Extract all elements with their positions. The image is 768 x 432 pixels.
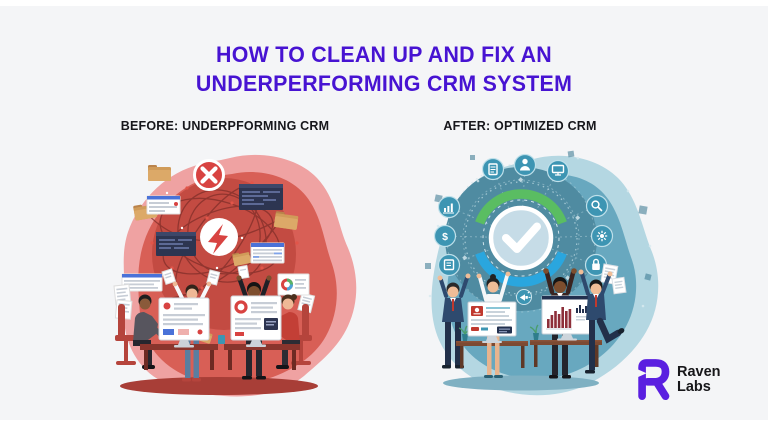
contacts-icon — [437, 253, 461, 277]
user-icon — [513, 153, 537, 177]
crm-monitor — [230, 295, 282, 347]
chart-monitor — [541, 295, 593, 341]
page-title-line2: UNDERPERFORMING CRM SYSTEM — [195, 71, 573, 96]
brand-name-line1: Raven — [677, 363, 721, 380]
page-title: HOW TO CLEAN UP AND FIX AN UNDERPERFORMI… — [0, 40, 768, 98]
after-illustration: $ — [425, 150, 659, 396]
data-screen-icon — [156, 184, 283, 256]
floor-shadow — [443, 375, 599, 391]
jumping-man-suit — [578, 269, 625, 374]
monitor-icon — [546, 159, 570, 183]
checkmark-icon — [502, 222, 541, 253]
before-illustration — [113, 154, 357, 397]
raven-beak-notch — [637, 369, 647, 378]
progress-gauge — [464, 181, 578, 295]
infographic-canvas: HOW TO CLEAN UP AND FIX AN UNDERPERFORMI… — [0, 6, 768, 420]
megaphone-icon — [516, 289, 532, 305]
brand-logo: Raven Labs — [634, 357, 721, 403]
brand-name-line2: Labs — [677, 379, 711, 395]
svg-text:$: $ — [442, 231, 448, 243]
search-icon — [585, 194, 609, 218]
error-x-icon — [193, 159, 225, 191]
crm-monitor — [158, 297, 210, 348]
brand-name: Raven Labs — [677, 363, 721, 396]
pie-report-icon — [277, 273, 310, 296]
before-label: BEFORE: UNDERPFORMING CRM — [120, 119, 330, 133]
raven-logo-icon — [637, 359, 670, 401]
page-title-line1: HOW TO CLEAN UP AND FIX AN — [216, 42, 552, 67]
crm-monitor — [467, 301, 517, 343]
bar-chart-icon — [437, 195, 461, 219]
floor-shadow — [120, 377, 318, 395]
document-icon — [481, 157, 505, 181]
overload-bolt-icon — [200, 218, 238, 256]
gear-icon — [590, 224, 614, 248]
feature-icons: $ — [433, 153, 614, 305]
dollar-icon: $ — [433, 224, 457, 248]
lock-icon — [584, 253, 608, 277]
after-label: AFTER: OPTIMIZED CRM — [443, 119, 597, 133]
decor-squares — [425, 150, 652, 281]
browser-window-icon — [121, 195, 285, 292]
